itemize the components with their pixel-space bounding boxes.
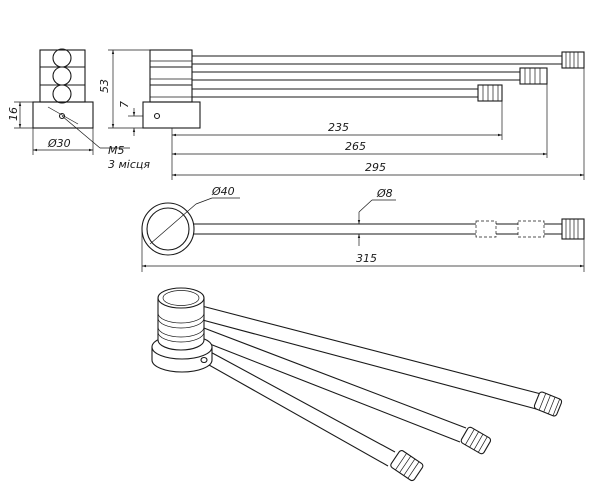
dim-265: 265: [345, 140, 366, 153]
dim-phi8: Ø8: [376, 187, 393, 200]
dim-7: 7: [118, 101, 131, 108]
iso-arm-short: [185, 341, 424, 482]
arm-end-cap: [477, 84, 503, 102]
dim-315: 315: [356, 252, 377, 265]
screw-hole: [153, 112, 161, 120]
dim-235: 235: [328, 121, 349, 134]
side-view-hole: [52, 84, 72, 104]
top-view-outer-circle: [141, 202, 195, 256]
front-view-base: [142, 101, 201, 129]
side-view-hole: [52, 66, 72, 86]
isometric-view: [151, 287, 563, 482]
dim-16: 16: [7, 107, 20, 121]
top-view-end-cap: [561, 218, 585, 240]
top-view: Ø40 Ø8 315: [141, 185, 585, 272]
iso-arm-middle: [191, 324, 492, 455]
screw-hole: [58, 112, 66, 120]
arm-end-cap: [561, 51, 585, 69]
arm-295: [192, 51, 585, 69]
iso-screw-hole: [200, 356, 208, 364]
side-view-base: [32, 101, 94, 129]
front-view: 53 7 235 265 295: [98, 49, 585, 180]
front-view-block: [149, 49, 193, 103]
side-view: 16 Ø30 M5 3 місця: [7, 48, 150, 171]
iso-arm-long: [194, 304, 563, 417]
side-view-block: [39, 49, 86, 103]
dim-295: 295: [365, 161, 386, 174]
arm-235: [192, 84, 503, 102]
arm-265: [192, 67, 548, 85]
dim-53: 53: [98, 79, 111, 93]
callout-places: 3 місця: [108, 158, 150, 171]
callout-thread: M5: [108, 144, 125, 157]
dim-phi40: Ø40: [211, 185, 235, 198]
arm-end-cap: [519, 67, 548, 85]
iso-hub: [151, 287, 213, 373]
side-view-hole: [52, 48, 72, 68]
top-view-inner-circle: [146, 207, 190, 251]
dim-phi30: Ø30: [47, 137, 71, 150]
